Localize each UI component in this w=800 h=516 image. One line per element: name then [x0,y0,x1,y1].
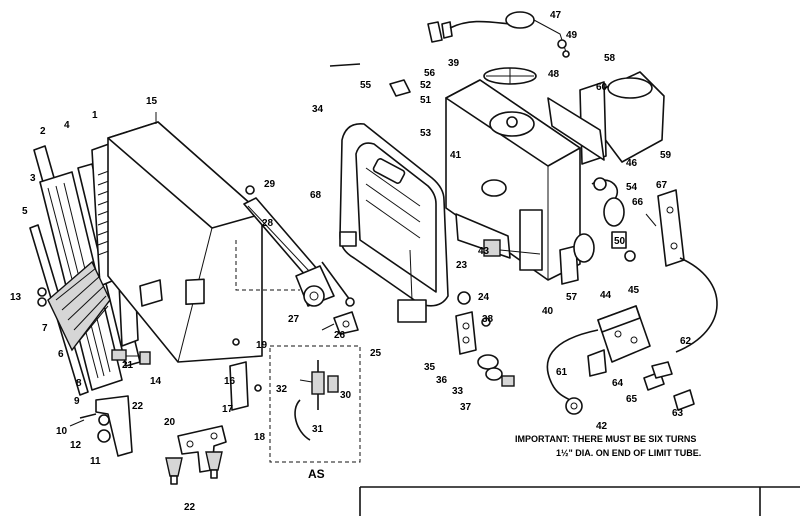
part-label: 57 [566,292,578,303]
part-label: 23 [456,260,468,271]
part-label: 52 [420,80,432,91]
part-label: 41 [450,150,462,161]
gas-valve-parts [455,291,515,387]
part-label: 48 [548,69,560,80]
part-label: 61 [556,367,568,378]
part-label: 22 [184,502,196,513]
note-bold: IMPORTANT: [515,434,570,444]
mounting-bracket-hardware [37,279,163,457]
part-label: 32 [276,384,288,395]
part-label: 31 [312,424,324,435]
part-label: 64 [612,378,624,389]
part-label: 24 [478,292,490,303]
part-number-labels: 1 2 3 4 5 6 7 8 9 10 11 12 13 14 15 16 1… [10,10,692,513]
part-label: 33 [452,386,464,397]
part-label: 63 [672,408,684,419]
part-label: 51 [420,95,432,106]
note-line-1: IMPORTANT: THERE MUST BE SIX TURNS [515,434,696,444]
part-label: 36 [436,375,448,386]
note-rest: THERE MUST BE SIX TURNS [572,434,696,444]
part-label: 59 [660,150,672,161]
part-label: 67 [656,180,668,191]
fan-and-motor-top [329,11,570,97]
note-line-2: 1½" DIA. ON END OF LIMIT TUBE. [556,448,701,458]
important-note: IMPORTANT: THERE MUST BE SIX TURNS 1½" D… [515,434,701,458]
part-label: 45 [628,285,640,296]
part-label: 17 [222,404,234,415]
pilot-bracket [321,311,359,335]
part-label: 68 [310,190,322,201]
part-label: 29 [264,179,276,190]
part-label: 3 [30,173,36,184]
burner-bracket [165,425,227,485]
limit-control [573,177,718,353]
part-label: 34 [312,104,324,115]
part-label: 53 [420,128,432,139]
part-label: 60 [596,82,608,93]
part-label: 19 [256,340,268,351]
part-label: 27 [288,314,300,325]
part-label: 37 [460,402,472,413]
part-label: 42 [596,421,608,432]
part-label: 18 [254,432,266,443]
part-label: 43 [478,246,490,257]
part-label: 1 [92,110,98,121]
blower-casing [445,79,581,285]
part-label: 50 [614,236,626,247]
part-label: 35 [424,362,436,373]
part-label: 5 [22,206,28,217]
part-label: 44 [600,290,612,301]
part-label: 6 [58,349,64,360]
burner-assembly [235,185,355,307]
part-label: 49 [566,30,578,41]
part-label: 16 [224,376,236,387]
part-label: 15 [146,96,158,107]
part-label: 2 [40,126,46,137]
part-label: 12 [70,440,82,451]
part-label: 55 [360,80,372,91]
part-label: 65 [626,394,638,405]
part-label: 10 [56,426,68,437]
part-label: 26 [334,330,346,341]
part-label: 56 [424,68,436,79]
part-label: 62 [680,336,692,347]
part-label: 22 [132,401,144,412]
part-label: 14 [150,376,162,387]
part-label: 4 [64,120,70,131]
part-label: 21 [122,360,134,371]
part-label: 40 [542,306,554,317]
control-box [546,305,695,415]
subassembly-box [269,345,361,463]
part-label: 66 [632,197,644,208]
part-label: 58 [604,53,616,64]
part-label: 39 [448,58,460,69]
part-label: 54 [626,182,638,193]
part-label: 9 [74,396,80,407]
access-panel [229,338,262,411]
part-label: 20 [164,417,176,428]
flue-hood [547,71,665,165]
part-label: 47 [550,10,562,21]
part-label: 25 [370,348,382,359]
heat-exchanger [339,123,449,323]
part-label: 38 [482,314,494,325]
part-label: 11 [90,456,101,467]
part-label: 30 [340,390,352,401]
part-label: 46 [626,158,638,169]
subassembly-label: AS [308,467,325,481]
part-label: 28 [262,218,274,229]
part-label: 13 [10,292,22,303]
part-label: 7 [42,323,48,334]
part-label: 8 [76,378,82,389]
